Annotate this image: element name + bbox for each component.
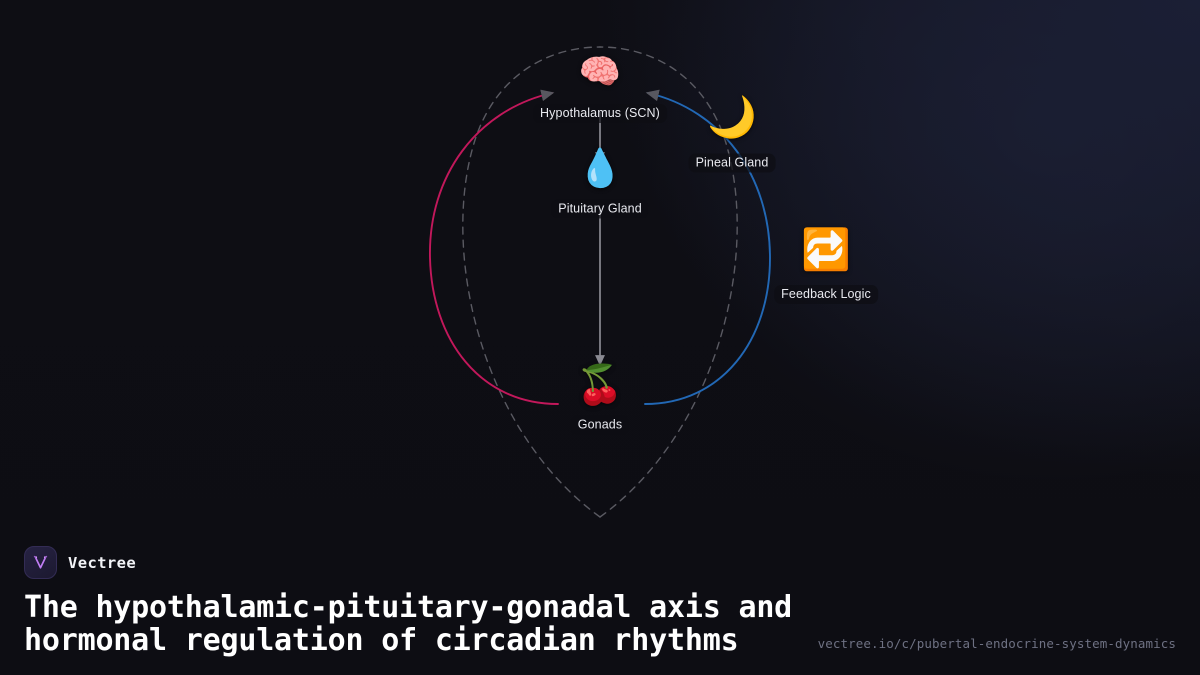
repeat-arrows-icon: 🔁: [801, 227, 851, 273]
vectree-v-logo-icon: [24, 546, 57, 579]
crescent-moon-icon: 🌙: [707, 94, 757, 141]
edge-gonads-hypothalamus-left: [429, 89, 559, 405]
page-title: The hypothalamic-pituitary-gonadal axis …: [24, 590, 793, 658]
brand[interactable]: Vectree: [24, 546, 1176, 579]
node-hypothalamus[interactable]: 🧠 Hypothalamus (SCN): [533, 55, 667, 123]
brand-name: Vectree: [68, 553, 137, 572]
droplet-icon: 💧: [576, 146, 624, 190]
node-feedback[interactable]: 🔁 Feedback Logic: [774, 230, 878, 304]
brain-icon: 🧠: [578, 52, 622, 92]
cherries-icon: 🍒: [576, 362, 624, 407]
footer: Vectree The hypothalamic-pituitary-gonad…: [0, 546, 1200, 675]
node-label-hypothalamus: Hypothalamus (SCN): [533, 104, 667, 123]
node-label-gonads: Gonads: [570, 415, 630, 435]
node-label-feedback: Feedback Logic: [774, 285, 878, 304]
node-pineal[interactable]: 🌙 Pineal Gland: [688, 94, 776, 173]
node-label-pineal: Pineal Gland: [688, 153, 776, 173]
source-url: vectree.io/c/pubertal-endocrine-system-d…: [817, 636, 1176, 651]
node-pituitary[interactable]: 💧 Pituitary Gland: [551, 146, 649, 219]
node-label-pituitary: Pituitary Gland: [551, 199, 649, 219]
node-gonads[interactable]: 🍒 Gonads: [570, 362, 630, 435]
